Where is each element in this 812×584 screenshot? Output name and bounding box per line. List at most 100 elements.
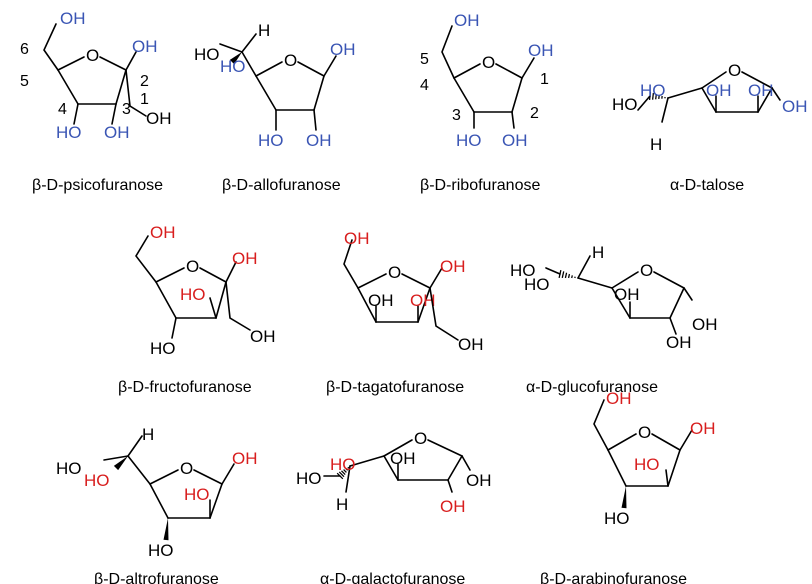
bond-line (683, 287, 693, 301)
molecule-caption: β-D-arabinofuranose (540, 571, 687, 584)
atom-label: OH (666, 333, 692, 352)
bond-line (679, 429, 693, 451)
bond-line (343, 239, 359, 289)
bond-line (511, 77, 523, 113)
bond-line (651, 433, 681, 451)
bond-line (57, 69, 79, 105)
atom-label: OH (440, 257, 466, 276)
bond-line (357, 273, 387, 289)
bond-hash (340, 470, 346, 476)
carbon-number: 2 (530, 105, 539, 122)
atom-label: OH (454, 11, 480, 30)
bond-wedge (163, 518, 169, 541)
bond-line (255, 61, 283, 77)
atom-label: OH (232, 449, 258, 468)
bond-line (495, 63, 523, 79)
bond-hash (345, 467, 349, 471)
bond-line (701, 87, 717, 113)
bond-line (215, 281, 227, 319)
bond-line (757, 87, 773, 113)
bond-line (653, 271, 685, 289)
atom-label: OH (748, 81, 774, 100)
ring-oxygen: O (186, 257, 199, 276)
bond-line (453, 77, 475, 113)
bond-line (241, 51, 257, 77)
bond-hash (347, 466, 350, 469)
bond-line (427, 439, 463, 457)
molecule-caption: β-D-psicofuranose (32, 177, 163, 194)
atom-label: OH (306, 131, 332, 150)
molecule-caption: β-D-ribofuranose (420, 177, 540, 194)
bond-line (383, 439, 413, 457)
bond-line (667, 87, 703, 99)
bond-line (155, 281, 177, 319)
atom-label: HO (148, 541, 174, 560)
atom-label: HO (150, 339, 176, 358)
bond-wedge (621, 486, 627, 509)
atom-label: HO (456, 131, 482, 150)
bond-line (127, 455, 151, 485)
molecule-caption: β-D-tagatofuranose (326, 379, 464, 396)
bond-line (593, 399, 609, 451)
atom-label: OH (606, 389, 632, 408)
bond-line (313, 75, 325, 111)
bond-line (219, 43, 243, 53)
carbon-number: 3 (122, 101, 131, 118)
carbon-number: 1 (540, 71, 549, 88)
atom-label: OH (458, 335, 484, 354)
bond-line (209, 483, 223, 519)
atom-label: HO (612, 95, 638, 114)
bond-line (209, 297, 217, 319)
bond-line (701, 71, 727, 89)
bond-line (57, 56, 85, 71)
bond-line (607, 433, 637, 451)
atom-label: H (258, 21, 270, 40)
bond-hash (567, 273, 571, 279)
bond-line (115, 69, 127, 105)
bond-line (345, 465, 351, 493)
atom-label: HO (84, 471, 110, 490)
bond-line (511, 111, 515, 129)
atom-label: HO (56, 123, 82, 142)
bond-line (447, 455, 463, 481)
atom-label: OH (104, 123, 130, 142)
atom-label: OH (466, 471, 492, 490)
carbon-number: 4 (58, 101, 67, 118)
bond-line (441, 25, 455, 79)
bond-line (447, 479, 453, 493)
bond-line (577, 277, 613, 289)
bond-line (611, 271, 639, 289)
bond-hash (343, 469, 347, 473)
bond-line (771, 87, 781, 101)
bond-hash (338, 471, 345, 478)
atom-label: OH (690, 419, 716, 438)
atom-label: HO (634, 455, 660, 474)
bond-line (171, 317, 177, 339)
atom-label: HO (180, 285, 206, 304)
bond-line (667, 449, 681, 487)
atom-label: OH (692, 315, 718, 334)
bond-line (461, 455, 471, 471)
ring-oxygen: O (482, 53, 495, 72)
molecule-caption: α-D-talose (670, 177, 744, 194)
bond-line (349, 455, 385, 467)
bond-line (103, 455, 129, 461)
ring-oxygen: O (180, 459, 193, 478)
bond-line (255, 75, 277, 111)
bond-line (401, 273, 431, 289)
bond-line (313, 109, 317, 131)
carbon-number: 5 (420, 51, 429, 68)
bond-line (241, 33, 257, 53)
bond-line (741, 71, 773, 89)
atom-label: HO (258, 131, 284, 150)
bond-line (637, 95, 651, 111)
bond-wedge (113, 456, 128, 471)
atom-label: OH (440, 497, 466, 516)
